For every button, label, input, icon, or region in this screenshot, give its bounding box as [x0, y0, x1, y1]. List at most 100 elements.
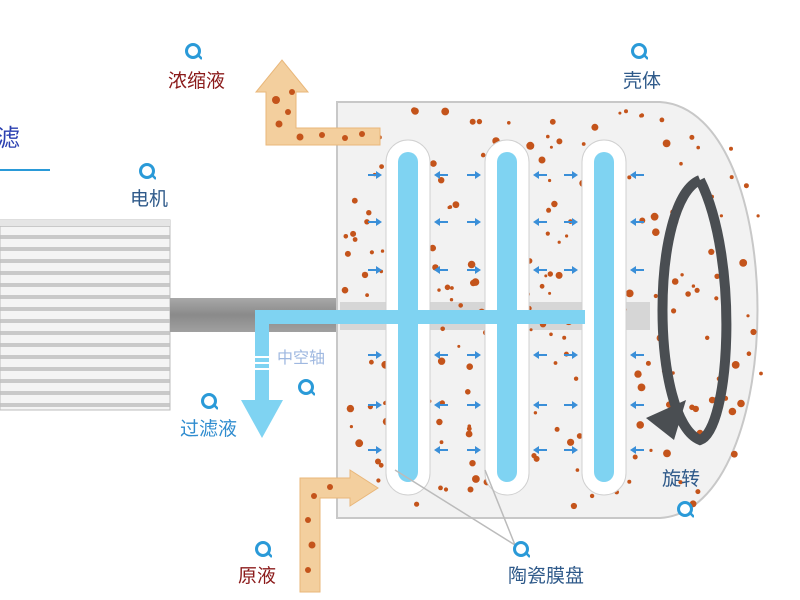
particle [547, 271, 553, 277]
flow-arrow-icon [630, 171, 644, 179]
particle [480, 152, 486, 158]
particle [659, 117, 665, 123]
flow-arrow-icon [533, 218, 547, 226]
particle [689, 134, 695, 140]
flow-arrow-icon [434, 446, 448, 454]
particle [639, 114, 643, 118]
particle [452, 201, 460, 209]
particle [341, 286, 349, 294]
particle [719, 214, 724, 218]
filtrate-arrow-icon [241, 400, 283, 438]
ceramic-disc-label: 陶瓷膜盘 [508, 565, 585, 587]
location-pin-icon [201, 393, 218, 410]
particle [466, 363, 474, 371]
flow-arrow-icon [434, 171, 448, 179]
particle [549, 145, 553, 149]
particle [444, 284, 451, 291]
outlet-tick-marks [252, 356, 272, 370]
particle [731, 361, 740, 369]
particle [636, 421, 644, 429]
particle [555, 271, 563, 279]
flow-arrow-icon [533, 351, 547, 359]
flow-arrow-icon [564, 266, 578, 274]
particle [411, 107, 419, 115]
flow-arrow-icon [368, 446, 382, 454]
flow-arrow-icon [630, 218, 644, 226]
shell-label: 壳体 [623, 70, 662, 92]
particle [364, 219, 370, 225]
location-pin-icon [298, 379, 315, 396]
particle [546, 134, 550, 139]
particle [507, 121, 511, 125]
particle [440, 326, 446, 332]
particle [472, 475, 480, 483]
particle [649, 448, 653, 452]
location-pin-icon [513, 541, 530, 558]
partial-title: 滤 [0, 124, 20, 152]
flow-arrow-icon [434, 351, 448, 359]
flow-arrow-icon [533, 266, 547, 274]
particle [679, 161, 683, 166]
particle [691, 284, 696, 288]
particle [729, 175, 734, 180]
particle [378, 462, 384, 468]
particle [476, 118, 483, 125]
flow-arrow-icon [434, 401, 448, 409]
particle [380, 249, 385, 253]
particle [692, 405, 699, 413]
particle [708, 396, 716, 404]
particle [678, 480, 683, 485]
particle [414, 501, 420, 507]
particle [554, 426, 560, 432]
particle [350, 230, 357, 237]
particle [545, 231, 550, 236]
location-pin-icon [677, 501, 694, 518]
particle [575, 468, 580, 472]
particle [531, 453, 537, 459]
particle [549, 118, 556, 125]
filtrate-channel [255, 310, 585, 324]
particle [458, 303, 464, 308]
particle [618, 111, 622, 115]
particle [750, 328, 757, 336]
particle [441, 107, 450, 116]
particle [756, 214, 760, 218]
particle [627, 479, 632, 484]
particle [429, 244, 437, 252]
particle [549, 332, 553, 337]
raw-liquid-label: 原液 [238, 565, 277, 587]
flow-arrow-icon [368, 266, 382, 274]
flow-arrow-icon [564, 218, 578, 226]
particle [730, 450, 738, 458]
particle [695, 489, 701, 495]
flow-arrow-icon [434, 218, 448, 226]
particle [544, 274, 548, 278]
particle [546, 207, 552, 213]
particle [437, 357, 446, 365]
particle [637, 383, 646, 392]
flow-arrow-icon [368, 351, 382, 359]
particle [671, 308, 677, 314]
ceramic-disc [581, 139, 627, 496]
filtrate-label: 过滤液 [180, 418, 238, 440]
particle [573, 376, 579, 381]
particle [436, 418, 443, 426]
particle [634, 370, 642, 378]
disc-pointer-line [394, 469, 516, 546]
particle [448, 205, 453, 209]
particle [632, 454, 638, 460]
flow-arrow-icon [630, 266, 644, 274]
flow-arrow-icon [533, 171, 547, 179]
raw-liquid-arrow-icon [299, 469, 379, 593]
flow-arrow-icon [630, 351, 644, 359]
particle [746, 351, 752, 357]
rotation-label: 旋转 [662, 468, 701, 490]
motor-label: 电机 [130, 188, 169, 210]
particle [746, 314, 750, 318]
flow-arrow-icon [467, 351, 481, 359]
particle [457, 344, 461, 348]
particle [352, 237, 358, 242]
particle [576, 433, 583, 439]
location-pin-icon [255, 541, 272, 558]
